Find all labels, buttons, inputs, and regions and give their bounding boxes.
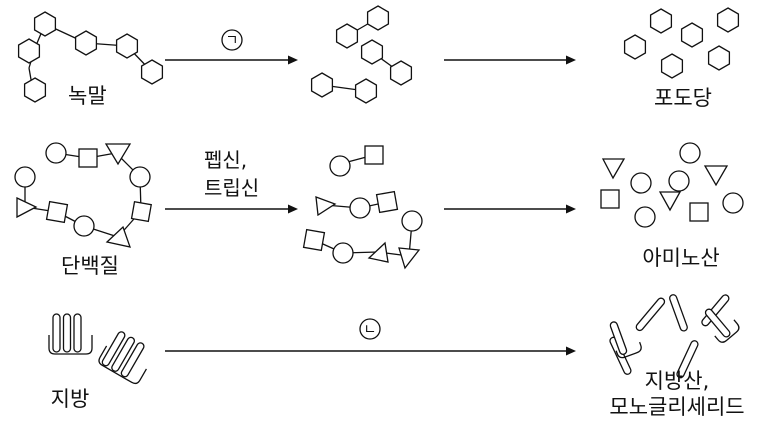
arrow-fat <box>165 346 576 356</box>
protein-label: 단백질 <box>61 254 119 278</box>
protein-molecule <box>14 142 153 248</box>
glucose-label: 포도당 <box>654 86 712 110</box>
monoglyceride-1 <box>609 321 642 359</box>
enzyme-mark-b-text: ㄴ <box>364 322 377 338</box>
fat-molecule-2 <box>98 331 147 385</box>
arrow-protein-1 <box>165 204 298 214</box>
amino-acid-label: 아미노산 <box>642 246 719 270</box>
enzyme-mark-a-text: ㄱ <box>226 33 239 49</box>
starch-molecule <box>17 11 164 103</box>
monoglyceride-2 <box>704 308 740 343</box>
enzyme-trypsin-label: 트립신 <box>204 176 259 200</box>
arrow-starch-1 <box>165 55 298 65</box>
amino-acid-molecules <box>600 142 744 228</box>
enzyme-mark-b: ㄴ <box>359 318 381 340</box>
fatty-acid-label: 지방산, <box>645 369 710 393</box>
glucose-molecules <box>623 7 740 79</box>
arrow-starch-2 <box>444 55 576 65</box>
dextrin-fragments <box>310 5 413 104</box>
fat-molecule-1 <box>48 313 93 355</box>
enzyme-mark-a: ㄱ <box>221 29 243 51</box>
enzyme-pepsin-label: 펩신, <box>204 148 247 172</box>
peptide-fragments <box>302 145 423 270</box>
fat-label: 지방 <box>51 387 90 411</box>
fatty-acid-molecules <box>609 294 740 379</box>
monoglyceride-label: 모노글리세리드 <box>609 395 744 419</box>
arrow-protein-2 <box>444 204 576 214</box>
starch-label: 녹말 <box>68 84 107 108</box>
